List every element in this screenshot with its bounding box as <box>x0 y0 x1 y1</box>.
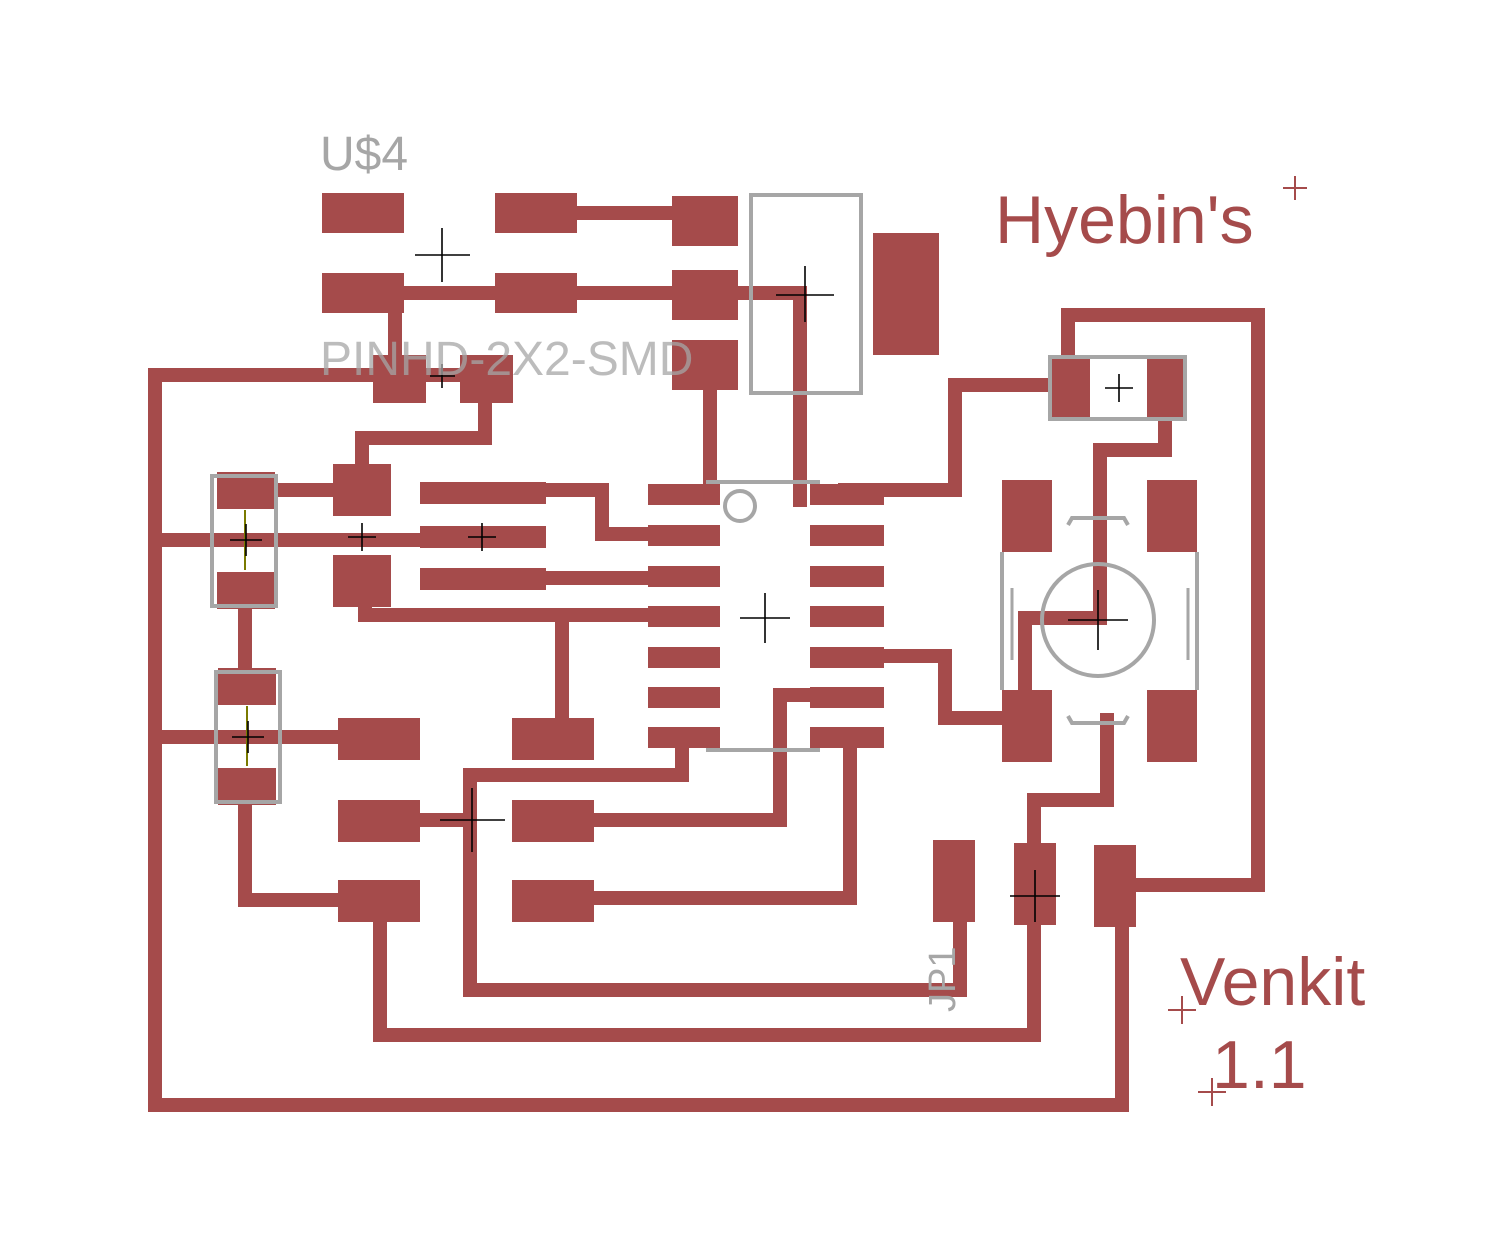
pad <box>672 340 738 390</box>
ic-pin <box>810 647 884 668</box>
pad <box>333 464 391 516</box>
pad <box>420 482 546 504</box>
ic-pin <box>648 727 720 748</box>
resistor-pad <box>217 572 275 609</box>
label-anchors <box>1168 176 1307 1106</box>
header-pad <box>322 193 404 233</box>
component-outline <box>1048 355 1187 421</box>
header-pad <box>322 273 404 313</box>
ic-pin <box>810 484 884 505</box>
pad <box>338 800 420 842</box>
pad <box>873 233 939 355</box>
board-name-top: Hyebin's <box>995 182 1254 258</box>
resistor-pad <box>218 668 276 705</box>
pad <box>672 270 738 320</box>
crosshair-icon <box>430 364 455 388</box>
crosshair-icon <box>1283 176 1307 200</box>
ic-pin <box>648 484 720 505</box>
header-ref-label: U$4 <box>320 128 408 181</box>
ic-pin <box>810 525 884 546</box>
crosshair-icon <box>1198 1078 1226 1106</box>
pad <box>1147 357 1187 419</box>
resistor-pad <box>217 472 275 509</box>
crosshair-icon <box>348 523 376 551</box>
copper-traces <box>148 206 1265 1112</box>
pad <box>333 555 391 607</box>
pad <box>338 880 420 922</box>
crosshair-icon <box>1168 996 1196 1024</box>
circle-icon <box>723 489 757 523</box>
component-outline <box>749 193 863 395</box>
pad <box>512 880 594 922</box>
pad <box>672 196 738 246</box>
ic-pin <box>648 647 720 668</box>
header-pad <box>495 193 577 233</box>
origin-markers <box>230 228 1133 922</box>
crosshair-icon <box>1010 870 1060 922</box>
ic-pin <box>810 566 884 587</box>
header-pad <box>495 273 577 313</box>
board-name-bottom: Venkit <box>1180 944 1365 1020</box>
switch-actuator <box>1040 562 1156 678</box>
switch-pad <box>1002 480 1052 552</box>
pad <box>1050 357 1090 419</box>
pad <box>512 718 594 760</box>
ic-pin <box>648 606 720 627</box>
crosshair-icon <box>740 593 790 643</box>
ic-pin <box>810 687 884 708</box>
resistor-pad <box>218 768 276 805</box>
pad <box>420 568 546 590</box>
header-value-label: PINHD-2X2-SMD <box>320 333 693 386</box>
ic-pin <box>648 525 720 546</box>
board-version: 1.1 <box>1212 1027 1307 1103</box>
crosshair-icon <box>415 228 470 282</box>
switch-pad <box>1002 690 1052 762</box>
jumper-pad <box>1094 845 1136 927</box>
ic-pin <box>648 687 720 708</box>
pad <box>460 355 513 403</box>
jumper-pad <box>933 840 975 922</box>
crosshair-icon <box>776 266 834 322</box>
crosshair-icon <box>1105 374 1133 402</box>
component-outline <box>210 474 278 608</box>
jumper-ref-label: JP1 <box>922 947 964 1012</box>
silkscreen <box>210 193 1199 804</box>
pad <box>512 800 594 842</box>
crosshair-icon <box>1068 590 1128 650</box>
pad <box>373 355 426 403</box>
crosshair-icon <box>468 523 496 551</box>
crosshair-icon <box>440 788 505 852</box>
ic-pin <box>810 606 884 627</box>
crosshair-icon <box>232 721 264 753</box>
component-outline <box>214 670 282 804</box>
switch-pad <box>1147 690 1197 762</box>
switch-pad <box>1147 480 1197 552</box>
ic-pin <box>810 727 884 748</box>
pad <box>338 718 420 760</box>
copper-pads <box>217 193 1197 927</box>
crosshair-icon <box>230 524 262 556</box>
ic-pin <box>648 566 720 587</box>
